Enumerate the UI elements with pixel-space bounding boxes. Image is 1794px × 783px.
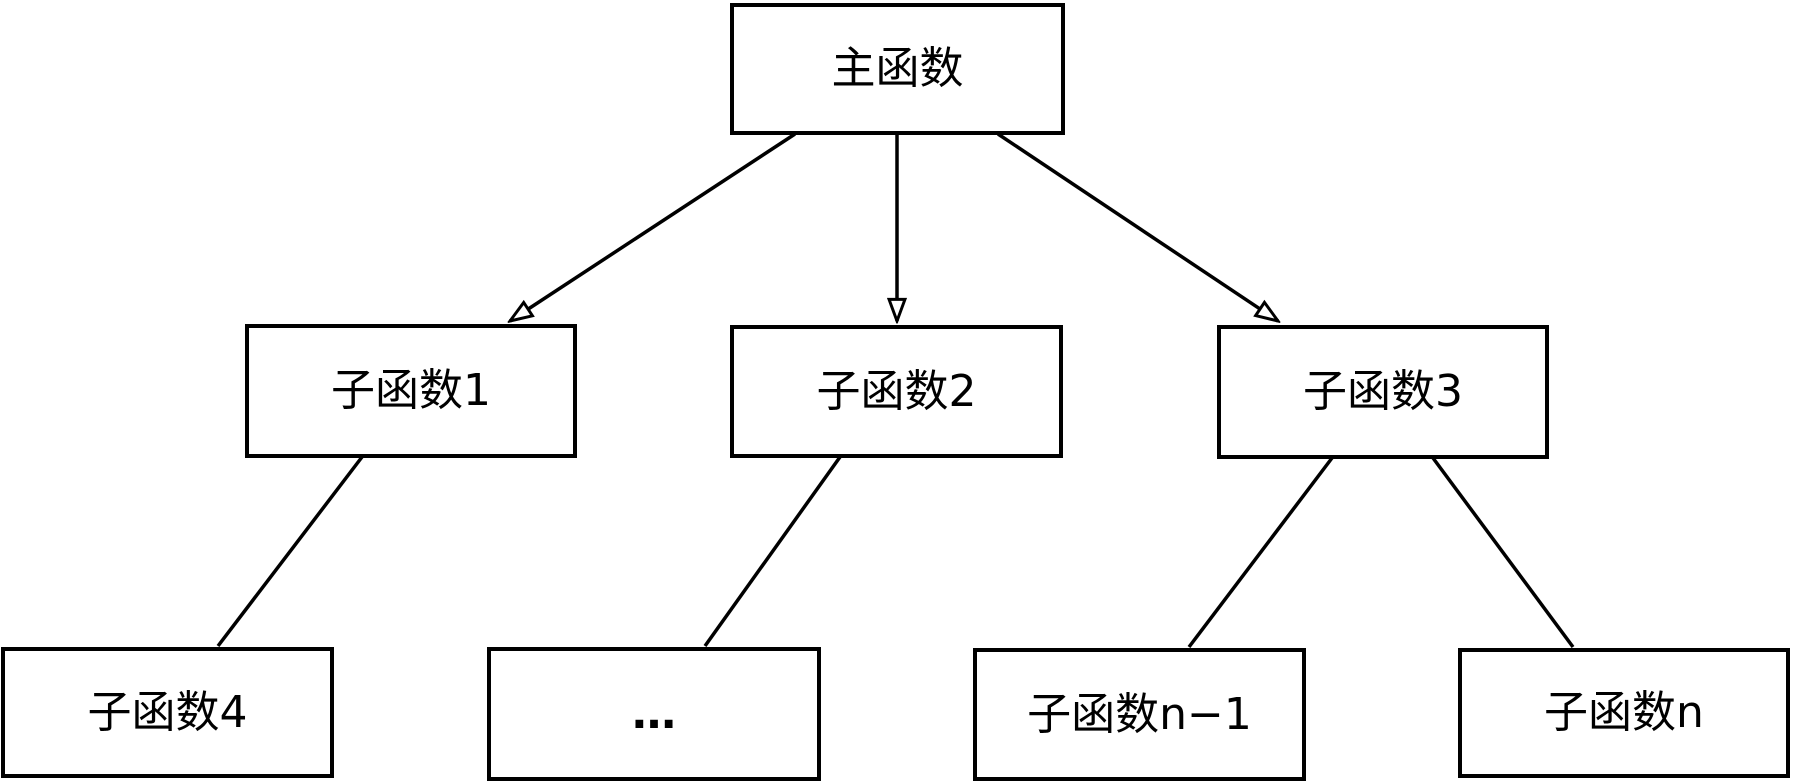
edge-sub1-to-sub4	[216, 455, 364, 648]
node-main-function: 主函数	[730, 3, 1065, 135]
node-sub-function-n-minus-1-label: 子函数n−1	[1027, 688, 1252, 740]
node-ellipsis-label: …	[632, 688, 676, 739]
node-main-function-label: 主函数	[831, 43, 964, 94]
node-sub-function-1-label: 子函数1	[331, 365, 491, 416]
node-sub-function-4-label: 子函数4	[87, 686, 248, 738]
edge-sub3-to-subn1	[1187, 456, 1334, 649]
node-sub-function-n-label: 子函数n	[1544, 687, 1704, 738]
node-sub-function-1: 子函数1	[245, 324, 577, 458]
node-sub-function-n: 子函数n	[1458, 648, 1790, 778]
node-sub-function-3-label: 子函数3	[1303, 366, 1463, 417]
node-ellipsis: …	[487, 647, 821, 781]
edge-main-to-sub3	[997, 132, 1278, 321]
node-sub-function-2-label: 子函数2	[816, 365, 977, 417]
node-sub-function-4: 子函数4	[1, 647, 334, 778]
edge-main-to-sub1	[510, 132, 796, 321]
node-sub-function-n-minus-1: 子函数n−1	[973, 648, 1306, 781]
edge-sub3-to-subn	[1431, 456, 1575, 649]
edge-sub2-to-ellipsis	[703, 455, 842, 648]
node-sub-function-3: 子函数3	[1217, 325, 1549, 459]
node-sub-function-2: 子函数2	[730, 325, 1063, 458]
